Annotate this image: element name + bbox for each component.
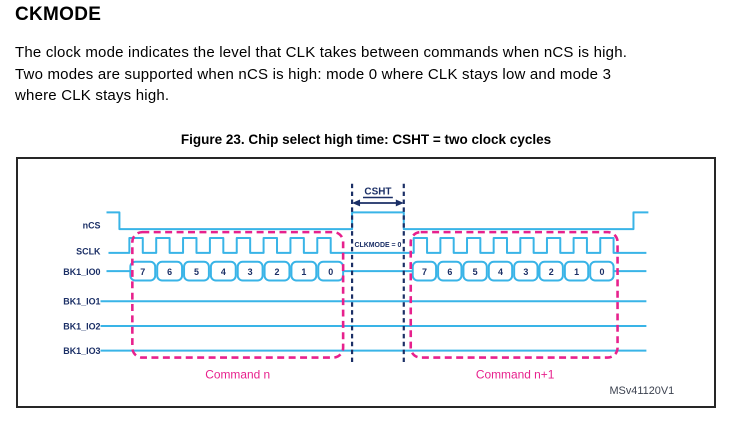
bit-box [236, 260, 264, 282]
command-outline [409, 230, 619, 359]
paragraph-line-2: Two modes are supported when nCS is high… [15, 65, 612, 83]
bit-box [513, 260, 539, 282]
sclk-waveform [108, 237, 647, 254]
signal-label-ncs: nCS [83, 221, 101, 231]
section-title: CKMODE [15, 4, 102, 25]
bit-box [462, 260, 488, 282]
bit-box [156, 260, 184, 282]
command-outline [131, 230, 345, 359]
bit-value: 5 [473, 267, 478, 277]
bit-box [563, 260, 590, 282]
figure-caption: Figure 23. Chip select high time: CSHT =… [180, 132, 552, 147]
csht-label: CSHT [364, 187, 391, 198]
bit-box [209, 260, 237, 282]
bit-box [437, 260, 463, 282]
bit-value: 3 [248, 267, 253, 277]
bit-box [589, 260, 615, 282]
bit-box [290, 260, 318, 282]
body-paragraph: The clock mode indicates the level that … [15, 42, 727, 107]
bit-value: 0 [328, 267, 333, 277]
bit-value: 7 [422, 267, 427, 277]
command-label: Command n [205, 367, 270, 381]
diagram-reference: MSv41120V1 [609, 385, 674, 397]
signal-label-bk1_io2: BK1_IO2 [63, 321, 100, 331]
bit-value: 7 [140, 267, 145, 277]
bit-value: 4 [221, 267, 226, 277]
bit-value: 0 [599, 267, 604, 277]
signal-label-bk1_io1: BK1_IO1 [63, 297, 100, 307]
command-label: Command n+1 [476, 367, 555, 381]
bit-box [487, 260, 514, 282]
bit-value: 1 [301, 267, 306, 277]
bit-value: 3 [523, 267, 528, 277]
bit-value: 2 [549, 267, 554, 277]
bit-box [129, 260, 157, 282]
bit-value: 2 [275, 267, 280, 277]
bit-value: 5 [194, 267, 199, 277]
paragraph-line-1: The clock mode indicates the level that … [15, 44, 628, 61]
signal-label-bk1_io3: BK1_IO3 [63, 346, 100, 356]
bit-box [183, 260, 210, 282]
clkmode-label: CLKMODE = 0 [354, 242, 401, 249]
bit-box [263, 260, 291, 282]
bit-box [411, 260, 438, 282]
bit-box [317, 260, 345, 282]
signal-label-bk1_io0: BK1_IO0 [63, 267, 100, 277]
bit-box [538, 260, 564, 282]
bit-value: 6 [167, 267, 172, 277]
bit-value: 6 [447, 267, 452, 277]
ncs-waveform [106, 211, 649, 231]
bit-value: 1 [574, 267, 579, 277]
signal-label-sclk: SCLK [76, 246, 101, 256]
bit-value: 4 [498, 267, 503, 277]
paragraph-line-3: where CLK stays high. [15, 87, 170, 104]
